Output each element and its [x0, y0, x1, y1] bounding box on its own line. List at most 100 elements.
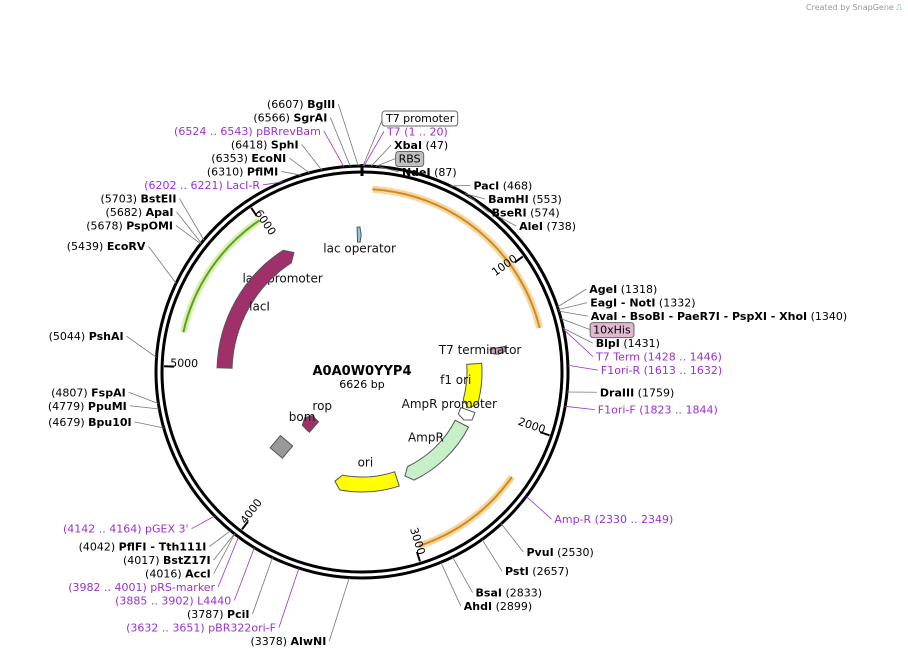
enzyme-label-pflmi: (6310) PflMI [207, 165, 278, 178]
tick-1000 [514, 255, 524, 264]
leader-line [378, 166, 400, 173]
leader-line [567, 364, 598, 371]
boxed-label-frame [381, 110, 459, 127]
leader-line [329, 117, 351, 167]
feature-rop [301, 415, 320, 433]
primer-label-f1ori-r: F1ori-R (1613 .. 1632) [601, 364, 722, 377]
primer-label-pbr322ori-f: (3632 .. 3651) pBR322ori-F [126, 622, 276, 635]
primer-label-l4440: (3885 .. 3902) L4440 [115, 595, 231, 608]
leader-line [362, 117, 384, 167]
leader-line [262, 181, 284, 186]
feature-label-lacI: lacI [249, 299, 270, 313]
enzyme-label-agei: AgeI (1318) [589, 283, 657, 296]
tick-label-2000: 2000 [516, 415, 547, 436]
enzyme-label-sgrai: (6566) SgrAI [253, 111, 327, 124]
enzyme-label-eagi: EagI - NotI (1332) [590, 297, 695, 310]
outer-arc-3-core [182, 219, 261, 333]
feature-AmpR [404, 419, 470, 481]
primer-label-amp-r: Amp-R (2330 .. 2349) [554, 513, 673, 526]
feature-lacI [216, 249, 295, 369]
outer-arc-1-core [372, 188, 541, 329]
leader-line [563, 329, 594, 357]
enzyme-label-xbai: XbaI (47) [394, 139, 448, 152]
boxed-label-frame [395, 151, 425, 168]
boxed-label-t7-promoter: T7 promoter [385, 112, 455, 125]
primer-label-pbrrevbam: (6524 .. 6543) pBRrevBam [174, 125, 321, 138]
leader-line [440, 562, 462, 607]
enzyme-label-bsteii: (5703) BstEII [100, 192, 176, 205]
leader-line [209, 530, 231, 547]
leader-line [370, 144, 392, 167]
enzyme-label-acci: (4016) AccI [145, 568, 211, 581]
enzyme-label-bglii: (6607) BglII [267, 98, 335, 111]
leader-line [278, 567, 300, 628]
leader-line [179, 198, 205, 241]
leader-line [175, 225, 202, 245]
primer-label-t7-term: T7 Term (1428 .. 1446) [595, 351, 722, 364]
feature-T7-terminator [489, 345, 507, 355]
enzyme-label-bpu10i: (4679) Bpu10I [48, 416, 132, 429]
primer-label-pgex-3: (4142 .. 4164) pGEX 3' [63, 523, 189, 536]
enzyme-label-pcii: (3787) PciI [187, 608, 250, 621]
enzyme-label-bstz17i: (4017) BstZ17I [123, 554, 211, 567]
leader-line [128, 391, 159, 404]
feature-label-lac-operator: lac operator [323, 242, 396, 256]
leader-line [289, 157, 310, 174]
boxed-label-frame [589, 322, 635, 339]
outer-arc-2-core [418, 476, 513, 547]
enzyme-label-draiii: DraIII (1759) [600, 386, 674, 399]
enzyme-label-alei: AleI (738) [519, 220, 576, 233]
enzyme-label-bsai: BsaI (2833) [476, 587, 543, 600]
boxed-label-10xhis: 10xHis [593, 324, 631, 337]
leader-line [560, 318, 591, 330]
leader-line [465, 193, 486, 200]
enzyme-label-psti: PstI (2657) [505, 565, 569, 578]
plasmid-name: A0A0W0YYP4 [313, 364, 412, 379]
primer-label-t7: T7 (1 .. 20) [386, 126, 448, 139]
leader-line [233, 547, 255, 601]
feature-AmpR-promoter [457, 406, 476, 421]
leader-line [252, 557, 273, 615]
feature-label-AmpR: AmpR [408, 431, 444, 445]
leader-line [191, 515, 215, 530]
leader-line [452, 556, 473, 593]
leader-line [328, 577, 350, 642]
leader-line [148, 245, 177, 284]
leader-line [217, 536, 239, 588]
feature-f1-ori [462, 362, 483, 409]
feature-label-f1-ori: f1 ori [440, 373, 471, 387]
outer-arc-2 [417, 474, 515, 550]
enzyme-label-pvui: PvuI (2530) [527, 546, 594, 559]
enzyme-label-econi: (6353) EcoNI [211, 152, 286, 165]
feature-label-ori: ori [358, 455, 374, 469]
enzyme-label-bseri: BseRI (574) [492, 207, 560, 220]
leader-line [134, 421, 164, 429]
tick-label-5000: 5000 [170, 356, 198, 370]
leader-line [213, 533, 235, 574]
tick-label-3000: 3000 [407, 526, 428, 557]
enzyme-label-avai: AvaI - BsoBI - PaeR7I - PspXI - XhoI (13… [591, 310, 847, 323]
leader-line [213, 533, 235, 561]
feature-label-T7-terminator: T7 terminator [438, 343, 522, 357]
leader-line [468, 195, 489, 213]
leader-line [375, 158, 396, 167]
enzyme-label-pshai: (5044) PshAI [49, 330, 124, 343]
feature-lac-operator [356, 226, 362, 243]
leader-line [558, 302, 588, 310]
leader-lines [126, 103, 598, 642]
leader-line [525, 496, 552, 520]
enzyme-label-apai: (5682) ApaI [106, 206, 174, 219]
enzyme-label-sphi: (6418) SphI [231, 138, 299, 151]
primer-label-prs-marker: (3982 .. 4001) pRS-marker [68, 581, 215, 594]
leader-line [126, 335, 157, 358]
feature-ori [334, 471, 400, 493]
enzyme-label-ppumi: (4779) PpuMI [48, 400, 127, 413]
leader-line [557, 288, 587, 308]
enzyme-label-ndei: NdeI (87) [402, 166, 457, 179]
boxed-label-rbs: RBS [399, 153, 421, 166]
feature-bom [269, 434, 294, 459]
tick-6000 [250, 207, 258, 217]
